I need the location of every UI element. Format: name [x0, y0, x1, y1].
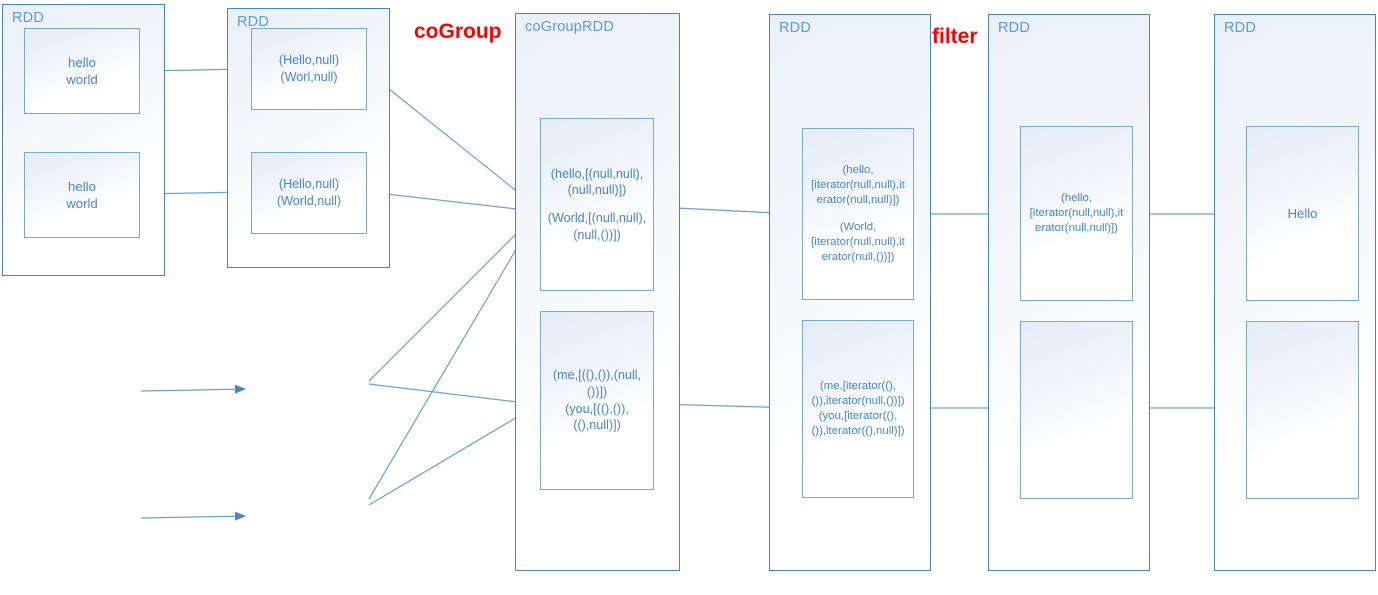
partition-box-c5-b2	[1020, 321, 1133, 499]
arrow-map3-to-cogroup1	[368, 216, 534, 382]
rdd-container-label: RDD	[237, 14, 270, 30]
partition-text: (Hello,null) (World,null)	[276, 177, 342, 208]
arrow-map4-to-cogroup1	[368, 219, 534, 500]
rdd-container-label: RDD	[12, 10, 45, 26]
partition-text: hello world	[66, 54, 98, 87]
partition-entry: (me,[((),()),(null,())])	[552, 368, 642, 399]
partition-entry: (World,[(null,null),(null,())])	[547, 211, 647, 242]
partition-box-c6-b1: Hello	[1246, 126, 1359, 301]
arrow-src3-to-map3	[140, 384, 246, 394]
partition-box-c3-b1: (hello,[(null,null),(null,null)]) (World,…	[540, 118, 654, 291]
partition-entry: (you,[((),()),((),null)])	[565, 401, 629, 433]
arrow-map1-to-cogroup1	[368, 72, 534, 205]
partition-box-c2-b1: (Hello,null) (Worl,null)	[251, 28, 367, 110]
arrow-map2-to-cogroup1	[368, 191, 534, 215]
partition-box-c3-b2: (me,[((),()),(null,())])(you,[((),()),((…	[540, 311, 654, 490]
partition-entry: (hello,[iterator(null,null),iterator(nul…	[811, 164, 905, 207]
partition-box-c4-b2: (me,[iterator((),()),iterator(null,())])…	[802, 320, 914, 498]
partition-entry: (me,[iterator((),()),iterator(null,())])	[811, 379, 905, 407]
partition-box-c6-b2	[1246, 321, 1359, 499]
partition-box-c1-b2: hello world	[24, 152, 140, 238]
arrow-src4-to-map4	[140, 511, 246, 521]
partition-box-c4-b1: (hello,[iterator(null,null),iterator(nul…	[802, 128, 914, 300]
partition-box-c1-b1: hello world	[24, 28, 140, 114]
arrow-map4-to-cogroup2	[368, 407, 534, 506]
partition-entry: (you,[iterator((),()),iterator((),null)]…	[811, 410, 905, 438]
rdd-container-label: coGroupRDD	[525, 19, 615, 35]
partition-text: (Hello,null) (Worl,null)	[278, 53, 340, 84]
partition-text: (hello,[iterator(null,null),iterator(nul…	[1029, 191, 1124, 235]
text-gap	[809, 209, 907, 220]
rdd-container-label: RDD	[998, 20, 1031, 36]
partition-box-c2-b2: (Hello,null) (World,null)	[251, 152, 367, 234]
op-label-coGroup: coGroup	[414, 20, 502, 43]
text-gap	[547, 199, 647, 210]
partition-text: Hello	[1287, 205, 1318, 221]
arrow-map3-to-cogroup2	[368, 383, 534, 408]
partition-entry: (World,[iterator(null,null),iterator(nul…	[811, 220, 905, 263]
partition-box-c5-b1: (hello,[iterator(null,null),iterator(nul…	[1020, 126, 1133, 301]
op-label-filter: filter	[932, 25, 978, 48]
rdd-container-label: RDD	[779, 20, 812, 36]
partition-text: hello world	[66, 178, 98, 211]
rdd-container-label: RDD	[1224, 20, 1257, 36]
partition-entry: (hello,[(null,null),(null,null)])	[550, 166, 644, 198]
